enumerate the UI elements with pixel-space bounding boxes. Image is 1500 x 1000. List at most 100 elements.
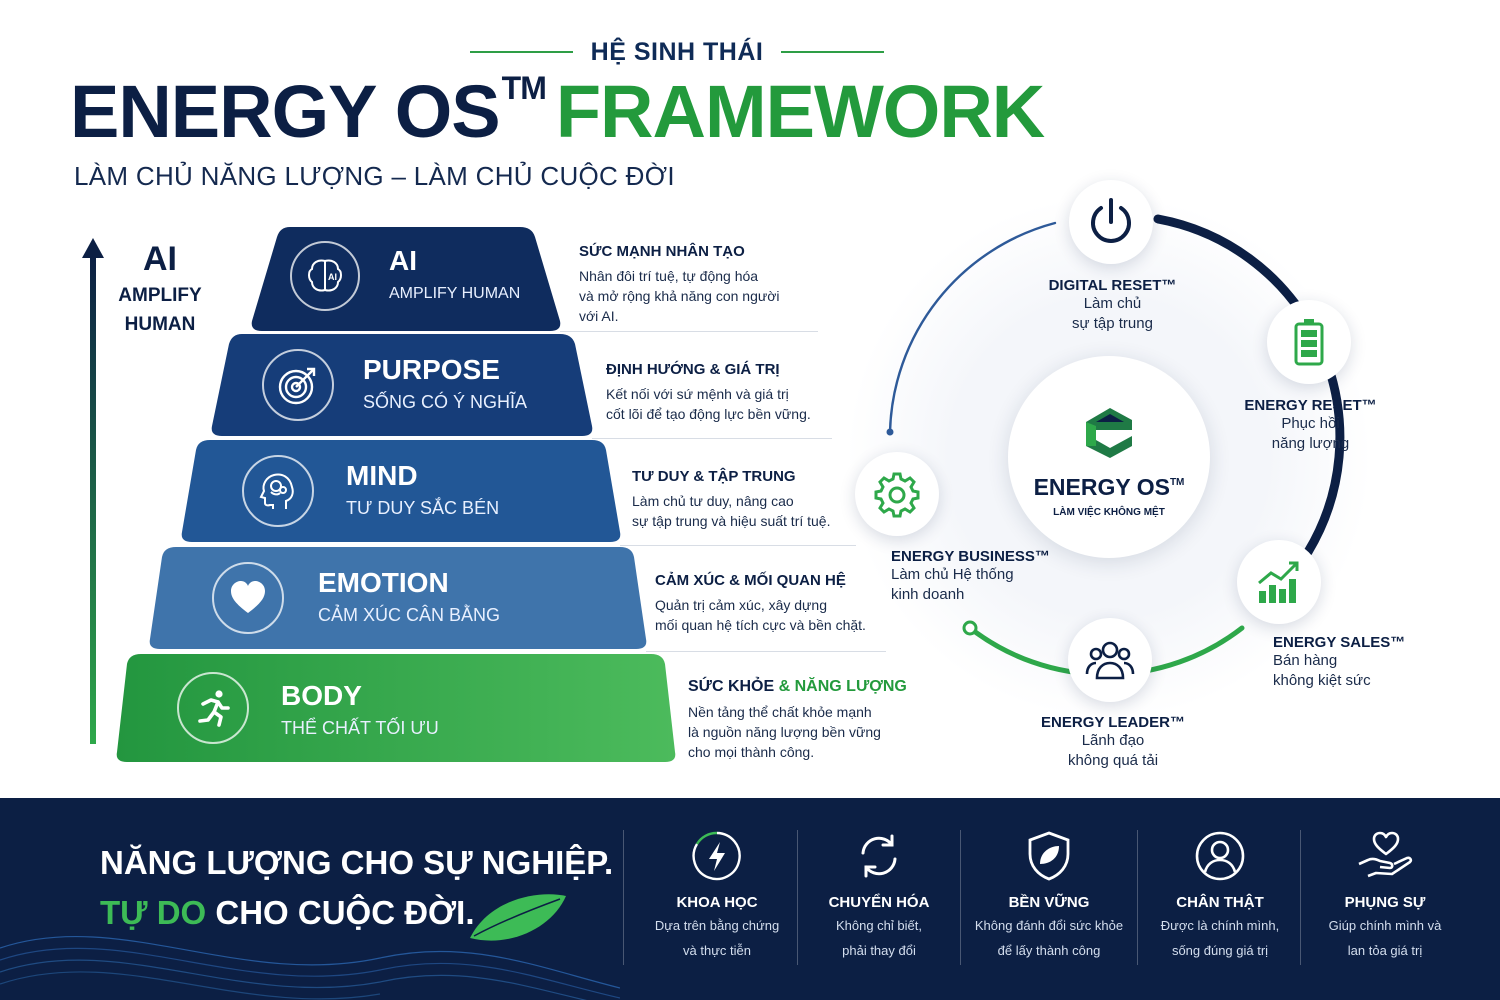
tier-body-shape [116, 654, 676, 762]
desc-purpose-line2: cốt lõi để tạo động lực bền vững. [606, 406, 811, 422]
value-chuyen-hoa-line2: phải thay đổi [842, 943, 916, 958]
kicker-line-right [781, 51, 884, 53]
desc-body-heading-accent: & NĂNG LƯỢNG [778, 678, 907, 695]
desc-body-line3: cho mọi thành công. [688, 744, 815, 760]
cycle-energy-reset-line2: năng lượng [1271, 435, 1350, 452]
slogan-line2: TỰ DO CHO CUỘC ĐỜI. [100, 888, 613, 938]
cycle-digital-reset-line2: sự tập trung [1072, 315, 1153, 332]
title-trademark: TM [501, 70, 547, 106]
value-khoa-hoc-line1: Dựa trên bằng chứng [654, 918, 780, 933]
heart-hand-icon [1300, 828, 1470, 884]
desc-mind-heading: TƯ DUY & TẬP TRUNG [632, 468, 796, 485]
value-phung-su: PHỤNG SỰ Giúp chính mình và lan tỏa giá … [1300, 828, 1470, 961]
cycle-energy-reset-line1: Phục hồi [1281, 415, 1340, 432]
footer-divider [1300, 830, 1301, 965]
cycle-energy-business: ENERGY BUSINESS™ Làm chủ Hệ thống kinh d… [891, 548, 1061, 605]
kicker-text: HỆ SINH THÁI [590, 37, 764, 66]
cycle-energy-leader-line1: Lãnh đạo [1081, 732, 1145, 749]
refresh-icon [794, 828, 964, 884]
separator [646, 651, 886, 652]
value-chuyen-hoa-line1: Không chỉ biết, [835, 918, 922, 933]
heart-icon [212, 562, 284, 634]
value-chan-that-title: CHÂN THẬT [1176, 894, 1264, 911]
tier-body-name: BODY [281, 680, 362, 711]
team-icon [1068, 618, 1152, 702]
slogan-green: TỰ DO [100, 894, 207, 931]
tier-body-sub: THỂ CHẤT TỐI ƯU [281, 718, 439, 738]
value-phung-su-line1: Giúp chính mình và [1328, 918, 1442, 933]
cycle-energy-sales-line1: Bán hàng [1273, 652, 1338, 669]
desc-ai-line3: với AI. [579, 308, 619, 324]
center-tagline: LÀM VIỆC KHÔNG MỆT [1053, 507, 1165, 518]
tier-emotion-sub: CẢM XÚC CÂN BẰNG [318, 605, 501, 625]
desc-body-line1: Nền tảng thể chất khỏe mạnh [688, 704, 872, 720]
center-brand-tm: TM [1169, 477, 1185, 488]
title-part1: ENERGY OS [70, 70, 501, 153]
power-icon [1069, 180, 1153, 264]
desc-mind-line1: Làm chủ tư duy, nâng cao [632, 493, 794, 509]
value-khoa-hoc-line2: và thực tiễn [683, 943, 751, 958]
wave-decoration [0, 894, 620, 1000]
kicker: HỆ SINH THÁI [470, 36, 884, 68]
growth-chart-icon [1237, 540, 1321, 624]
energy-os-mark-icon [1086, 408, 1132, 458]
ai-brain-icon: AI [290, 241, 360, 311]
shield-leaf-icon [964, 828, 1134, 884]
tier-mind: MIND TƯ DUY SẮC BÉN [180, 438, 622, 544]
desc-ai-line1: Nhân đôi trí tuệ, tự động hóa [579, 268, 759, 284]
footer-divider [1137, 830, 1138, 965]
slogan-line1: NĂNG LƯỢNG CHO SỰ NGHIỆP. [100, 844, 614, 881]
slogan-line2-rest: CHO CUỘC ĐỜI. [206, 894, 475, 931]
footer-banner: NĂNG LƯỢNG CHO SỰ NGHIỆP. TỰ DO CHO CUỘC… [0, 798, 1500, 1000]
tier-mind-name: MIND [346, 460, 418, 491]
value-phung-su-line2: lan tỏa giá trị [1347, 943, 1423, 958]
desc-mind-line2: sự tập trung và hiệu suất trí tuệ. [632, 513, 831, 529]
footer-divider [623, 830, 624, 965]
cycle-energy-sales: ENERGY SALES™ Bán hàng không kiệt sức [1273, 634, 1443, 691]
cycle-energy-sales-title: ENERGY SALES™ [1273, 634, 1406, 651]
person-icon [1135, 828, 1305, 884]
axis-label-line2: HUMAN [124, 314, 196, 335]
separator [560, 331, 818, 332]
separator [592, 438, 832, 439]
value-ben-vung-line2: để lấy thành công [997, 943, 1101, 958]
tier-purpose: PURPOSE SỐNG CÓ Ý NGHĨA [210, 332, 594, 438]
tier-ai-sub: AMPLIFY HUMAN [389, 285, 521, 302]
tier-ai-name: AI [389, 245, 417, 276]
separator [620, 545, 856, 546]
cycle-digital-reset-title: DIGITAL RESET™ [1048, 277, 1177, 294]
tier-mind-sub: TƯ DUY SẮC BÉN [346, 498, 500, 518]
cycle-digital-reset: DIGITAL RESET™ Làm chủ sự tập trung [1030, 277, 1195, 334]
target-icon [262, 349, 334, 421]
cycle-energy-reset-title: ENERGY RESET™ [1244, 397, 1377, 414]
cycle-energy-reset: ENERGY RESET™ Phục hồi năng lượng [1228, 397, 1393, 454]
cycle-energy-business-title: ENERGY BUSINESS™ [891, 548, 1050, 565]
footer-divider [960, 830, 961, 965]
runner-icon [177, 672, 249, 744]
value-chuyen-hoa-title: CHUYỂN HÓA [828, 894, 930, 911]
cycle-energy-business-line1: Làm chủ Hệ thống [891, 566, 1014, 583]
tier-emotion-name: EMOTION [318, 567, 449, 598]
head-brain-icon [242, 455, 314, 527]
cycle-energy-sales-line2: không kiệt sức [1273, 672, 1371, 689]
desc-emotion-heading: CẢM XÚC & MỐI QUAN HỆ [655, 572, 846, 589]
cycle-energy-leader-line2: không quá tải [1067, 752, 1159, 769]
cycle-energy-business-line2: kinh doanh [891, 586, 965, 603]
desc-ai-heading: SỨC MẠNH NHÂN TẠO [579, 243, 745, 260]
desc-ai-line2: và mở rộng khả năng con người [579, 288, 780, 304]
desc-body: SỨC KHỎE & NĂNG LƯỢNG Nền tảng thể chất … [688, 678, 907, 762]
value-chuyen-hoa: CHUYỂN HÓA Không chỉ biết, phải thay đổi [794, 828, 964, 961]
center-brand: ENERGY OSTM [1034, 474, 1185, 501]
tier-purpose-name: PURPOSE [363, 354, 500, 385]
desc-purpose-line1: Kết nối với sứ mệnh và giá trị [606, 386, 789, 402]
axis-label: AI AMPLIFY HUMAN [100, 240, 220, 337]
footer-divider [797, 830, 798, 965]
cycle-energy-leader: ENERGY LEADER™ Lãnh đạo không quá tải [1028, 714, 1198, 771]
tier-ai: AI AI AMPLIFY HUMAN [250, 225, 562, 333]
value-phung-su-title: PHỤNG SỰ [1344, 894, 1426, 911]
cycle-energy-leader-title: ENERGY LEADER™ [1041, 714, 1185, 731]
value-ben-vung: BỀN VỮNG Không đánh đổi sức khỏe để lấy … [964, 828, 1134, 961]
page-subtitle: LÀM CHỦ NĂNG LƯỢNG – LÀM CHỦ CUỘC ĐỜI [74, 161, 675, 191]
battery-icon [1267, 300, 1351, 384]
